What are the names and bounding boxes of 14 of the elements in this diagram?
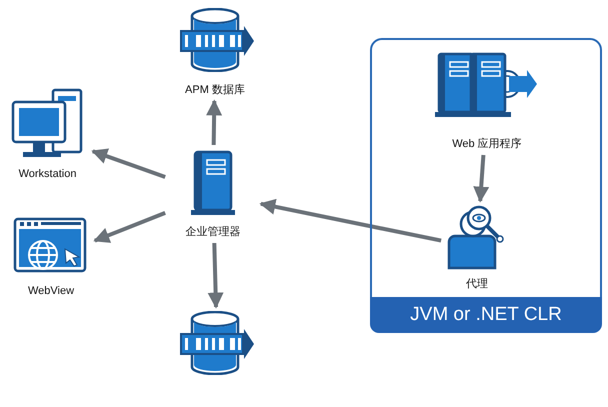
arrow bbox=[206, 99, 222, 146]
container-box bbox=[370, 38, 602, 333]
node-label: Web 应用程序 bbox=[452, 136, 522, 151]
arrow bbox=[473, 154, 490, 203]
node-label: Workstation bbox=[18, 168, 76, 180]
arrow bbox=[93, 211, 166, 243]
node-label: 企业管理器 bbox=[186, 225, 240, 239]
arrow bbox=[259, 198, 442, 243]
footer-band: JVM or .NET CLR bbox=[370, 297, 602, 333]
node-label: APM 数据库 bbox=[185, 82, 245, 97]
arrow bbox=[208, 242, 224, 309]
node-label: 代理 bbox=[466, 277, 488, 291]
node-label: WebView bbox=[28, 285, 74, 297]
arrow bbox=[91, 148, 166, 179]
